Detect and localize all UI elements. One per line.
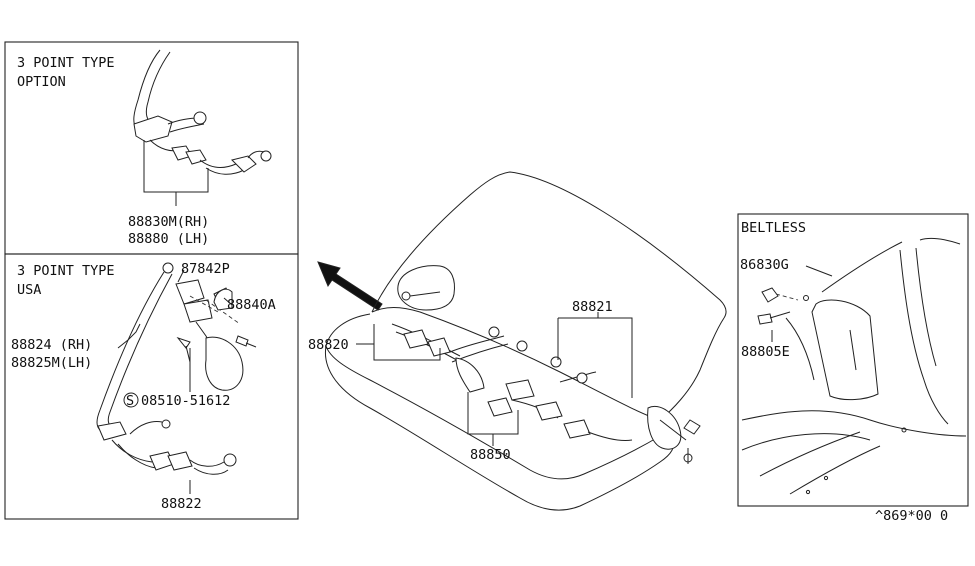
reference-arrow-icon xyxy=(317,261,383,311)
diagram-code: ^869*00 0 xyxy=(875,508,948,524)
part-label-08510-51612: 08510-51612 xyxy=(141,393,230,409)
main-seat-drawing xyxy=(317,171,727,511)
part-label-88825m-lh: 88825M(LH) xyxy=(11,355,92,371)
usa-lower-bolt-icon xyxy=(223,453,237,467)
part-label-88840a: 88840A xyxy=(227,297,276,313)
option-lower-bolt-icon xyxy=(260,150,272,162)
panel-usa-frame xyxy=(4,253,299,520)
part-label-86830g: 86830G xyxy=(740,257,789,273)
beltless-drawing xyxy=(741,237,967,495)
panel-usa-title-line1: 3 POINT TYPE xyxy=(17,263,115,279)
screw-symbol-circle xyxy=(123,392,139,408)
panel-option: 3 POINT TYPE OPTION 88830M(RH) 8888 xyxy=(4,41,299,255)
panel-beltless-frame xyxy=(737,213,969,507)
panel-usa: 3 POINT TYPE USA xyxy=(4,253,299,520)
option-belt-drawing xyxy=(133,49,272,175)
usa-belt-drawing xyxy=(96,262,257,475)
part-label-88805e: 88805E xyxy=(741,344,790,360)
panel-option-title-line2: OPTION xyxy=(17,74,66,90)
panel-beltless-title: BELTLESS xyxy=(741,220,806,236)
part-label-88821: 88821 xyxy=(572,299,613,315)
usa-shoulder-anchor-icon xyxy=(162,262,174,274)
part-label-88822: 88822 xyxy=(161,496,202,512)
part-label-88820: 88820 xyxy=(308,337,349,353)
panel-usa-title-line2: USA xyxy=(17,282,41,298)
part-label-88880-lh: 88880 (LH) xyxy=(128,231,209,247)
part-label-87842p: 87842P xyxy=(181,261,230,277)
panel-option-title-line1: 3 POINT TYPE xyxy=(17,55,115,71)
option-anchor-bolt-icon xyxy=(193,111,207,125)
part-label-88824-rh: 88824 (RH) xyxy=(11,337,92,353)
panel-beltless: BELTLESS 86830G 88805E xyxy=(737,213,969,507)
part-label-88830m-rh: 88830M(RH) xyxy=(128,214,209,230)
screw-symbol-letter: S xyxy=(126,393,134,409)
part-label-88850: 88850 xyxy=(470,447,511,463)
